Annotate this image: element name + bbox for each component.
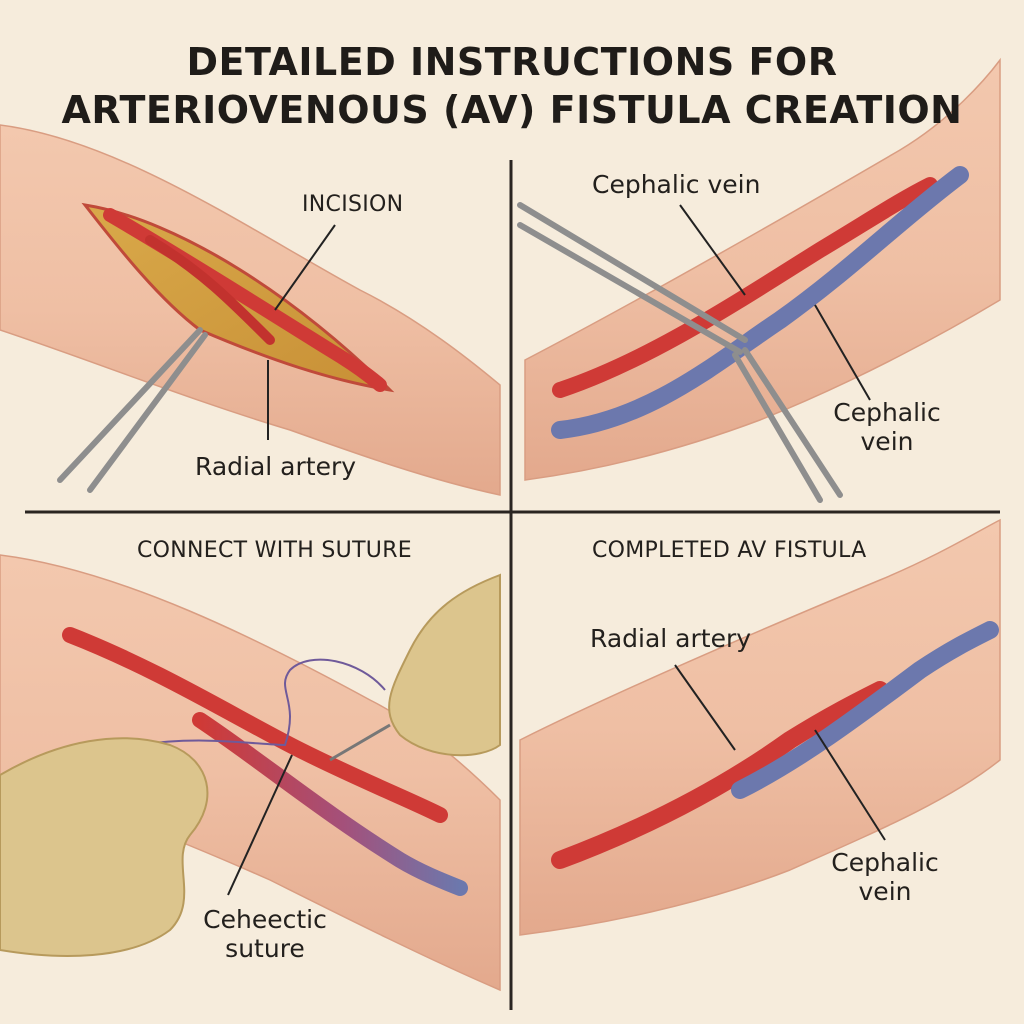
suture-label-line1: Ceheectic (203, 905, 327, 934)
radial-artery-label: Radial artery (590, 624, 752, 653)
cephalic-vein-label: Cephalic vein (826, 848, 944, 906)
cephalic-vein (731, 621, 999, 799)
title-line-1: DETAILED INSTRUCTIONS FOR (186, 40, 838, 84)
forearm (524, 57, 1001, 481)
right-gloved-hand (388, 573, 501, 757)
cephalic-vein-label-line2: vein (858, 877, 912, 906)
leader-cephalic-vein-bottom (814, 304, 871, 401)
connect-suture-heading: CONNECT WITH SUTURE (137, 538, 412, 563)
suture-needle (329, 723, 391, 762)
radial-artery (62, 627, 448, 823)
cephalic-vein-label-line2: vein (860, 427, 914, 456)
cephalic-vein (551, 166, 969, 439)
suture-label: Ceheectic suture (195, 905, 335, 963)
leader-incision (274, 224, 336, 311)
title-line-2: ARTERIOVENOUS (AV) FISTULA CREATION (61, 88, 963, 132)
panel-completed (519, 518, 1001, 936)
suture-label-line2: suture (225, 934, 305, 963)
leader-radial-artery (674, 664, 736, 751)
radial-artery (551, 681, 889, 869)
cephalic-vein-label-line1: Cephalic (833, 398, 941, 427)
leader-cephalic-vein-top (679, 204, 746, 296)
radial-artery-label: Radial artery (195, 452, 357, 481)
completed-heading: COMPLETED AV FISTULA (592, 538, 867, 563)
panel-suture (0, 554, 501, 992)
cephalic-vein (192, 712, 468, 896)
cephalic-vein-label-line1: Cephalic (831, 848, 939, 877)
cephalic-vein-label-bottom: Cephalic vein (828, 398, 946, 456)
panel-isolation (517, 57, 1001, 503)
cephalic-vein-label-top: Cephalic vein (592, 170, 761, 199)
leader-cephalic-vein (814, 729, 886, 841)
incision-heading: INCISION (302, 192, 404, 217)
forceps-instrument (57, 327, 208, 493)
suture-thread (139, 658, 386, 747)
radial-artery (552, 177, 938, 398)
radial-artery-branch (145, 235, 275, 345)
clamp-instrument (517, 202, 843, 503)
leader-suture (227, 754, 293, 896)
left-gloved-hand (0, 737, 209, 957)
panel-incision (0, 124, 501, 496)
